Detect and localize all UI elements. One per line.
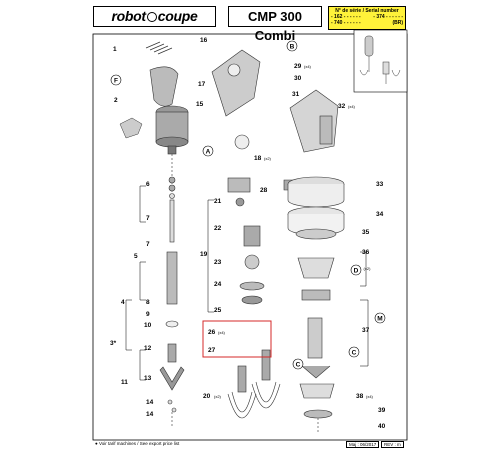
diagram-frame bbox=[92, 33, 408, 441]
callout-15: 15 bbox=[196, 101, 204, 108]
callout-37: 37 bbox=[362, 327, 370, 334]
serial-740: - 740 - - - - - - bbox=[331, 20, 361, 26]
callout-20: 20 bbox=[203, 393, 211, 400]
letter-c-2: C bbox=[296, 362, 301, 369]
callout-38-qty: (x4) bbox=[366, 394, 374, 399]
brand-icon bbox=[146, 12, 157, 22]
callout-c-circle bbox=[348, 346, 360, 358]
callout-3: 3* bbox=[110, 340, 117, 347]
letter-c: C bbox=[352, 350, 357, 357]
model-title: CMP 300 Combi bbox=[228, 6, 322, 43]
callout-38: 38 bbox=[356, 393, 364, 400]
callout-17: 17 bbox=[198, 81, 206, 88]
callout-22: 22 bbox=[214, 225, 222, 232]
callout-8: 8 bbox=[146, 299, 150, 306]
callout-14a: 14 bbox=[146, 399, 154, 406]
callout-20-qty: (x2) bbox=[214, 394, 222, 399]
callout-34: 34 bbox=[376, 211, 384, 218]
callout-9: 9 bbox=[146, 311, 150, 318]
callout-18: 18 bbox=[254, 155, 262, 162]
callout-6: 6 bbox=[146, 181, 150, 188]
grouping-brackets bbox=[125, 185, 369, 381]
callout-5: 5 bbox=[134, 253, 138, 260]
serial-br: (BR) bbox=[392, 20, 403, 26]
callout-29: 29 bbox=[294, 63, 302, 70]
callout-14b: 14 bbox=[146, 411, 154, 418]
callout-16: 16 bbox=[200, 37, 208, 44]
callout-7a: 7 bbox=[146, 215, 150, 222]
serial-row-1: - 162 - - - - - - - 374 - - - - - - bbox=[331, 14, 403, 20]
callout-23: 23 bbox=[214, 259, 222, 266]
serial-number-box: N° de série / Serial number - 162 - - - … bbox=[328, 6, 406, 30]
callout-10: 10 bbox=[144, 322, 152, 329]
callout-letters: B F A D (x2) M C C bbox=[114, 44, 383, 369]
inset-mixer-icon bbox=[359, 35, 401, 84]
brand-logo: robot coupe bbox=[93, 6, 216, 27]
whisk-illustration bbox=[227, 349, 281, 419]
brand-part-2: coupe bbox=[157, 8, 198, 24]
callout-18-qty: (x2) bbox=[264, 156, 272, 161]
callout-d-circle bbox=[350, 264, 362, 276]
callout-2: 2 bbox=[114, 97, 118, 104]
footer-date: Maj : 06/2017 bbox=[346, 441, 380, 448]
callout-4: 4 bbox=[121, 299, 125, 306]
footer-note: ● Voir tarif machines / See export price… bbox=[95, 441, 180, 446]
callout-39: 39 bbox=[378, 407, 386, 414]
serial-row-2: - 740 - - - - - - (BR) bbox=[331, 20, 403, 26]
callout-m-circle bbox=[374, 312, 386, 324]
callout-b-circle bbox=[286, 40, 298, 52]
callout-30: 30 bbox=[294, 75, 302, 82]
serial-374: - 374 - - - - - - bbox=[373, 14, 403, 20]
inset-box bbox=[353, 29, 408, 93]
callout-25: 25 bbox=[214, 307, 222, 314]
letter-d-qty: (x2) bbox=[364, 266, 372, 271]
callout-circles bbox=[110, 40, 386, 370]
letter-a: A bbox=[206, 149, 211, 156]
body-shell-illustration bbox=[211, 49, 339, 191]
callout-f-circle bbox=[110, 74, 122, 86]
brand-part-1: robot bbox=[111, 8, 146, 24]
screw-set-1 bbox=[145, 41, 173, 55]
callout-26-qty: (x4) bbox=[218, 330, 226, 335]
serial-title: N° de série / Serial number bbox=[335, 8, 399, 14]
letter-d: D bbox=[354, 268, 359, 275]
callout-12: 12 bbox=[144, 345, 152, 352]
callout-x-circle bbox=[292, 358, 304, 370]
housing-container-illustration bbox=[287, 176, 345, 434]
footer-revision: REV : m bbox=[381, 441, 404, 448]
highlight-box-26-27 bbox=[202, 320, 272, 358]
callout-13: 13 bbox=[144, 375, 152, 382]
gearbox-illustration bbox=[227, 177, 265, 305]
blade-shaft-assembly bbox=[159, 154, 185, 428]
callout-32: 32 bbox=[338, 103, 346, 110]
letter-m: M bbox=[377, 316, 382, 323]
callout-27: 27 bbox=[208, 347, 216, 354]
callout-21: 21 bbox=[214, 198, 222, 205]
callout-35: 35 bbox=[362, 229, 370, 236]
callout-26: 26 bbox=[208, 329, 216, 336]
clamp-part-2 bbox=[119, 117, 143, 139]
callout-24: 24 bbox=[214, 281, 222, 288]
callout-1: 1 bbox=[113, 46, 117, 53]
callout-36: 36 bbox=[362, 249, 370, 256]
callout-33: 33 bbox=[376, 181, 384, 188]
callout-29-qty: (x4) bbox=[304, 64, 312, 69]
letter-f: F bbox=[114, 78, 118, 85]
callout-7b: 7 bbox=[146, 241, 150, 248]
callout-19: 19 bbox=[200, 251, 208, 258]
callout-28: 28 bbox=[260, 187, 268, 194]
callout-40: 40 bbox=[378, 423, 386, 430]
callout-a-circle bbox=[202, 145, 214, 157]
callout-32-qty: (x4) bbox=[348, 104, 356, 109]
callout-11: 11 bbox=[121, 379, 128, 386]
serial-162: - 162 - - - - - - bbox=[331, 14, 361, 20]
motor-handle-illustration bbox=[149, 66, 189, 155]
callout-labels: 1 2 3* 4 5 6 7 7 8 9 10 11 12 13 14 14 1… bbox=[110, 37, 386, 430]
callout-31: 31 bbox=[292, 91, 300, 98]
letter-b: B bbox=[290, 44, 295, 51]
